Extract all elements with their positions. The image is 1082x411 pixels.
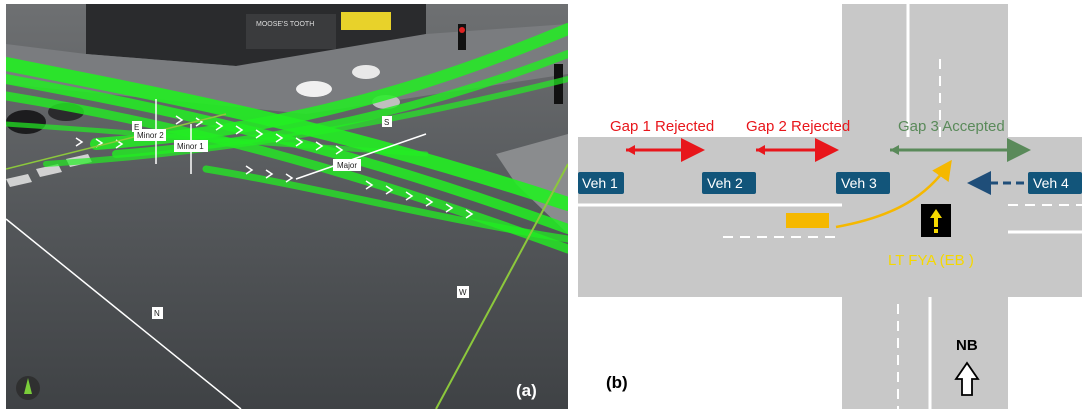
white-car-2 — [352, 65, 380, 79]
reference-lines — [6, 99, 568, 409]
gap-3-label: Gap 3 Accepted — [898, 118, 1005, 135]
svg-text:Minor 2: Minor 2 — [137, 131, 164, 140]
red-light — [459, 27, 465, 33]
gap-1-arrowhead-left — [626, 145, 635, 155]
vehicle-2: Veh 2 — [702, 172, 756, 194]
business-sign: MOOSE'S TOOTH — [256, 21, 314, 28]
traffic-signal — [458, 24, 466, 50]
gap-2-label: Gap 2 Rejected — [746, 118, 850, 135]
road-label-w: W — [457, 286, 469, 298]
road-label-major: Major — [333, 159, 361, 171]
camera-view-panel: MOOSE'S TOOTH — [6, 4, 568, 409]
lane-markings — [578, 4, 1082, 409]
road-label-minor1: Minor 1 — [174, 140, 208, 152]
camera-view-image: MOOSE'S TOOTH — [6, 4, 568, 409]
gap-1-label: Gap 1 Rejected — [610, 118, 714, 135]
compass-icon — [16, 376, 40, 400]
svg-text:S: S — [384, 118, 389, 127]
left-turn-vehicle — [786, 213, 829, 228]
intersection-schematic: Gap 1 Rejected Gap 2 Rejected Gap 3 Acce… — [578, 4, 1082, 409]
panel-a-label: (a) — [516, 381, 537, 400]
svg-text:N: N — [154, 309, 160, 318]
northbound-label: NB — [956, 337, 978, 354]
vehicle-1: Veh 1 — [578, 172, 624, 194]
building-facade — [246, 14, 336, 49]
yellow-awning — [341, 12, 391, 30]
road-label-e: E — [132, 121, 142, 132]
vehicle-3: Veh 3 — [836, 172, 890, 194]
direction-chevrons — [75, 115, 474, 219]
road-label-s: S — [382, 116, 392, 127]
svg-text:Veh 4: Veh 4 — [1033, 175, 1069, 191]
white-car — [296, 81, 332, 97]
svg-text:Veh 2: Veh 2 — [707, 175, 743, 191]
svg-text:Veh 1: Veh 1 — [582, 175, 618, 191]
road-label-n: N — [152, 307, 163, 319]
panel-b-label: (b) — [606, 373, 628, 392]
svg-text:E: E — [134, 123, 139, 132]
sidewalk — [496, 134, 568, 234]
left-turn-path — [835, 159, 952, 229]
fya-signal-icon — [921, 204, 951, 237]
north-arrow-icon — [954, 361, 980, 396]
svg-text:Major: Major — [337, 161, 357, 170]
vehicle-4: Veh 4 — [1028, 172, 1082, 194]
svg-text:W: W — [459, 288, 467, 297]
gap-acceptance-diagram: Gap 1 Rejected Gap 2 Rejected Gap 3 Acce… — [578, 4, 1082, 409]
svg-text:Veh 3: Veh 3 — [841, 175, 877, 191]
gap-3-arrowhead-left — [890, 145, 899, 155]
svg-text:Minor 1: Minor 1 — [177, 142, 204, 151]
fya-signal-label: LT FYA (EB ) — [888, 252, 974, 269]
gap-2-arrowhead-left — [756, 145, 765, 155]
